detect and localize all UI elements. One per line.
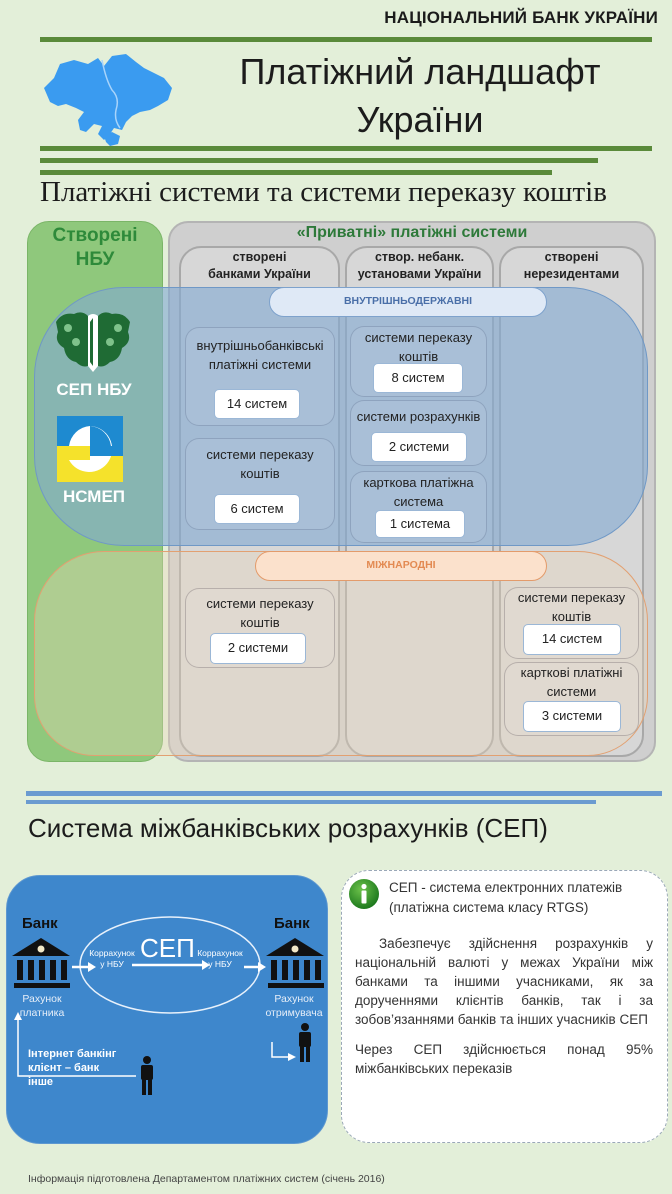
column-head-line: нерезидентами [523,267,620,281]
card-title-line: системи переказу [206,596,314,611]
card-title-line: карткова платіжна [363,475,474,490]
channel-line: інше [28,1076,53,1088]
section-title-payment-systems: Платіжні системи та системи переказу кош… [40,176,607,208]
domestic-label: ВНУТРІШНЬОДЕРЖАВНІ [269,287,547,317]
card-title-line: коштів [240,615,280,630]
bank-building-left-icon [12,938,70,988]
card-intrabank-systems: внутрішньобанківські платіжні системи 14… [185,327,335,426]
card-title-line: коштів [240,466,280,481]
info-paragraph-1: Забезпечує здійснення розрахунків у наці… [355,936,653,1027]
sep-diagram [6,875,328,1144]
corr-account-right: Коррахунок у НБУ [194,948,246,970]
column-head-banks: створені банками України [179,249,340,283]
card-nonresident-card-systems: карткові платіжні системи 3 системи [504,662,639,736]
nbu-title-line-2: НБУ [75,249,115,270]
card-title-line: внутрішньобанківські [196,338,324,353]
count-badge: 1 система [375,510,465,538]
column-head-nonbank: створ. небанк. установами України [345,249,494,283]
info-head-line: СЕП - система електронних платежів [389,880,623,895]
count-badge: 3 системи [523,701,621,732]
section2-divider-1 [26,791,662,796]
divider-line-1 [40,146,652,151]
column-head-nonresidents: створені нерезидентами [499,249,644,283]
card-title-line: системи переказу [517,590,626,605]
count-badge: 14 систем [523,624,621,655]
divider-line-3 [40,170,552,175]
corr-line: у НБУ [208,959,232,969]
client-flow-lines [14,1012,296,1077]
card-title-line: системи переказу [364,330,473,345]
account-line: Рахунок [22,993,62,1005]
system-label-nsmep: НСМЕП [62,487,126,506]
corr-account-left: Коррахунок у НБУ [86,948,138,970]
count-badge: 14 систем [214,389,300,419]
card-settlement-systems: системи розрахунків 2 системи [350,400,487,466]
sep-center-label: СЕП [140,933,195,963]
corr-line: Коррахунок [89,948,135,958]
column-head-line: створ. небанк. [374,250,465,264]
section2-divider-2 [26,800,596,804]
payer-account-label: Рахунок платника [10,992,74,1020]
nbu-logo-icon [56,312,130,372]
account-line: Рахунок [274,993,314,1005]
card-nonbank-card-system: карткова платіжна система 1 система [350,471,487,543]
section-title-sep: Система міжбанківських розрахунків (СЕП) [28,813,548,843]
client-person-icon [141,1056,153,1095]
sep-info-box [341,870,668,1143]
count-badge: 2 системи [371,432,467,462]
column-head-line: створені [544,250,599,264]
card-title-line: коштів [551,609,592,624]
sep-ellipse-flow [72,916,266,1014]
column-head-line: банками України [208,267,311,281]
info-heading: СЕП - система електронних платежів (плат… [389,878,661,918]
card-title-line: карткові платіжні [520,665,623,680]
private-group-title: «Приватні» платіжні системи [296,224,528,241]
card-intl-bank-transfer-systems: системи переказу коштів 2 системи [185,588,335,668]
info-head-line: (платіжна система класу RTGS) [389,900,589,915]
card-title-line: платіжні системи [208,357,312,372]
card-title-line: системи переказу [206,447,314,462]
nbu-title-line-1: Створені [52,225,138,246]
footer-note: Інформація підготовлена Департаментом пл… [28,1173,385,1185]
nsmep-logo-icon [57,416,123,482]
account-line: отримувача [265,1007,323,1019]
info-paragraph-2: Через СЕП здійснюється понад 95% міжбанк… [355,1042,653,1076]
header-divider [40,37,652,42]
info-icon [349,879,379,909]
domestic-band [34,287,648,546]
payee-account-label: Рахунок отримувача [258,992,330,1020]
corr-line: у НБУ [100,959,124,969]
count-badge: 2 системи [210,633,306,664]
card-title-line: система [393,494,444,509]
channel-line: клієнт – банк [28,1062,100,1074]
recipient-person-icon [299,1023,311,1062]
corr-line: Коррахунок [197,948,243,958]
ukraine-map-icon [44,54,172,146]
card-title-line: системи розрахунків [356,409,481,424]
count-badge: 8 систем [373,363,463,393]
page-title: Платіжний ландшафт України [180,48,660,144]
bank-right-label: Банк [274,915,310,932]
client-channels-label: Інтернет банкінг клієнт – банк інше [28,1047,116,1089]
title-line-1: Платіжний ландшафт [239,51,601,92]
account-line: платника [19,1007,65,1019]
channel-line: Інтернет банкінг [28,1048,117,1060]
divider-line-2 [40,158,598,163]
title-line-2: України [356,99,484,140]
column-head-line: установами України [357,267,482,281]
count-badge: 6 систем [214,494,300,524]
nbu-group-title: Створені НБУ [27,224,163,272]
international-label: МІЖНАРОДНІ [255,551,547,581]
card-title-line: коштів [398,349,439,364]
column-head-line: створені [232,250,287,264]
system-label-sep-nbu: СЕП НБУ [56,380,132,399]
org-name: НАЦІОНАЛЬНИЙ БАНК УКРАЇНИ [384,8,658,27]
bank-left-label: Банк [22,915,58,932]
bank-building-right-icon [266,938,324,988]
card-bank-transfer-systems: системи переказу коштів 6 систем [185,438,335,530]
card-nonresident-transfer-systems: системи переказу коштів 14 систем [504,587,639,659]
card-title-line: системи [546,684,597,699]
card-nonbank-transfer-systems: системи переказу коштів 8 систем [350,326,487,397]
